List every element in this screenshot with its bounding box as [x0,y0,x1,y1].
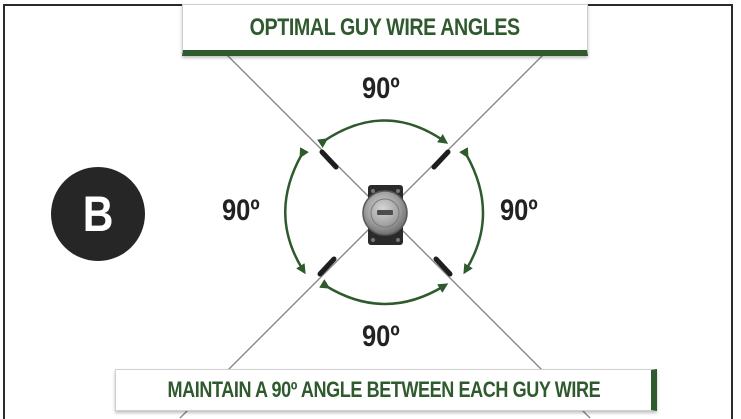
angle-label-top: 90º [362,72,400,105]
angle-label-right: 90º [500,194,538,227]
turnbuckle-top-right [431,149,451,170]
antenna-dish-icon [362,190,408,236]
turnbuckle-bottom-left [317,256,337,277]
section-badge: B [51,167,145,261]
footer-caption: MAINTAIN A 90º ANGLE BETWEEN EACH GUY WI… [167,377,600,402]
angle-label-left: 90º [222,194,260,227]
angle-arc-bottom [319,279,449,306]
title-banner: OPTIMAL GUY WIRE ANGLES [182,4,588,56]
turnbuckle-top-left [319,149,339,170]
footer-banner: MAINTAIN A 90º ANGLE BETWEEN EACH GUY WI… [115,369,657,411]
section-badge-letter: B [82,186,114,242]
angle-arc-left [284,147,309,275]
turnbuckle-bottom-right [433,256,453,277]
angle-arc-right [459,147,485,275]
angle-label-bottom: 90º [362,320,400,353]
angle-arc-top [317,119,449,148]
diagram-title: OPTIMAL GUY WIRE ANGLES [249,13,521,41]
